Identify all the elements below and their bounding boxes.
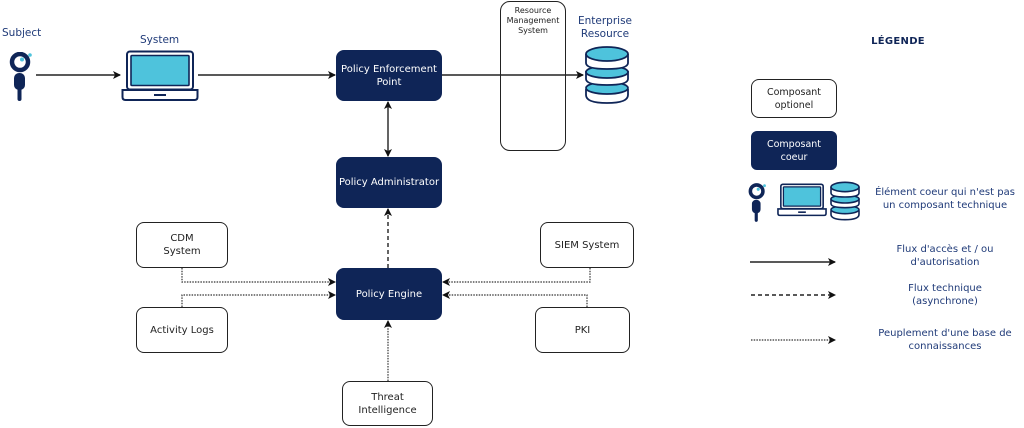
- activity-logs-label: Activity Logs: [150, 324, 214, 336]
- legend-optional-box: Composant optionel: [751, 79, 837, 118]
- system-label: System: [140, 34, 180, 46]
- legend-non-technical-text: Élément coeur qui n'est pas un composant…: [875, 187, 1015, 211]
- legend-core-label: Composant coeur: [766, 138, 822, 163]
- policy-enforcement-point[interactable]: Policy Enforcement Point: [336, 50, 442, 101]
- subject-label: Subject: [2, 27, 42, 39]
- legend-user-icon: [748, 183, 766, 222]
- legend-title: LÉGENDE: [871, 36, 925, 47]
- enterprise-resource-label: Enterprise Resource: [578, 15, 633, 40]
- legend-optional-label: Composant optionel: [766, 86, 822, 111]
- flow-pki-pe: [442, 291, 588, 307]
- siem-system[interactable]: SIEM System: [540, 222, 634, 268]
- pki[interactable]: PKI: [535, 307, 630, 353]
- flow-siem-pe: [442, 268, 591, 286]
- policy-engine[interactable]: Policy Engine: [336, 268, 442, 320]
- legend-core-box: Composant coeur: [751, 131, 837, 170]
- legend-knowledge-text: Peuplement d'une base de connaissances: [878, 328, 1012, 352]
- siem-label: SIEM System: [554, 239, 620, 251]
- pa-label: Policy Administrator: [338, 177, 440, 188]
- threat-intelligence[interactable]: Threat Intelligence: [342, 381, 433, 426]
- resource-management-system[interactable]: Resource Management System: [500, 1, 566, 151]
- legend-laptop-icon: [777, 183, 827, 217]
- activity-logs[interactable]: Activity Logs: [136, 307, 228, 353]
- policy-administrator[interactable]: Policy Administrator: [336, 157, 442, 208]
- pe-label: Policy Engine: [355, 288, 423, 300]
- flow-logs-pe: [181, 291, 336, 307]
- cdm-label: CDM System: [163, 233, 201, 257]
- laptop-icon: [121, 50, 199, 101]
- legend-technical-text: Flux technique (asynchrone): [908, 283, 982, 307]
- flow-cdm-pe: [181, 268, 336, 286]
- legend-access-text: Flux d'accès et / ou d'autorisation: [896, 244, 994, 268]
- rms-label: Resource Management System: [506, 6, 560, 35]
- database-icon: [585, 46, 629, 104]
- pep-label: Policy Enforcement Point: [341, 63, 437, 88]
- threat-intel-label: Threat Intelligence: [358, 391, 417, 416]
- legend-database-icon: [830, 181, 860, 221]
- cdm-system[interactable]: CDM System: [136, 222, 228, 268]
- pki-label: PKI: [574, 324, 591, 336]
- user-icon: [9, 52, 32, 101]
